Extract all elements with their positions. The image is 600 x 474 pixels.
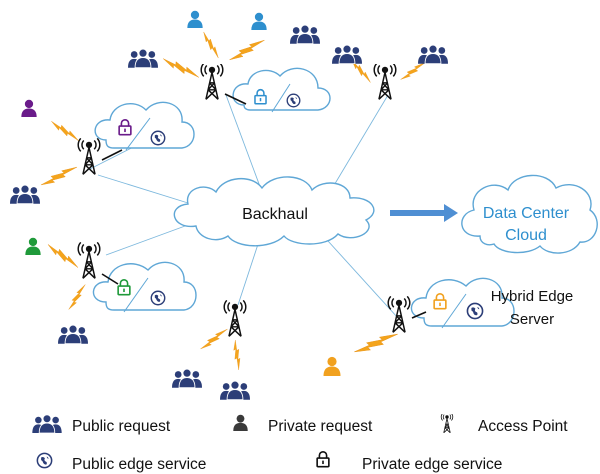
edge-cloud-top	[232, 67, 331, 113]
data-center-cloud: Data Center Cloud	[461, 174, 598, 254]
access-point-icon	[200, 64, 224, 100]
public-edge-service-legend-icon	[36, 452, 53, 469]
backhaul-to-datacenter-arrow	[390, 204, 458, 222]
public-user-group-icon	[128, 48, 158, 68]
private-request-legend-icon	[233, 414, 248, 431]
backhaul-links	[87, 94, 399, 319]
legend-private-request: Private request	[268, 418, 373, 435]
private-user-icon	[21, 99, 37, 117]
backhaul-cloud: Backhaul	[173, 176, 375, 247]
access-point-legend-icon	[440, 414, 454, 433]
private-user-icon	[323, 356, 341, 376]
hybrid-edge-label-line2: Server	[510, 311, 554, 328]
edge-cloud-left	[94, 101, 195, 151]
globe-icon	[286, 93, 301, 108]
data-center-label-line2: Cloud	[505, 227, 547, 244]
private-user-icon	[251, 12, 267, 30]
globe-icon	[150, 290, 166, 306]
legend-access-point: Access Point	[478, 418, 568, 435]
globe-icon	[466, 302, 484, 320]
legend-public-request: Public request	[72, 418, 171, 435]
hybrid-edge-label-line1: Hybrid Edge	[491, 288, 574, 305]
private-edge-service-legend-icon	[316, 450, 330, 468]
backhaul-label: Backhaul	[242, 206, 308, 223]
access-point-icon	[223, 300, 247, 338]
access-point-icon	[77, 242, 101, 280]
public-user-group-icon	[172, 368, 202, 388]
public-user-group-icon	[220, 380, 250, 400]
private-user-icon	[25, 237, 41, 255]
public-request-legend-icon	[32, 414, 62, 433]
private-user-icon	[187, 10, 203, 28]
globe-icon	[150, 130, 166, 146]
public-user-group-icon	[10, 184, 40, 204]
legend-public-edge-service: Public edge service	[72, 456, 206, 473]
edge-cloud-mid-left	[92, 261, 197, 313]
hybrid-edge-cloud	[410, 277, 515, 329]
legend: Public request Private request Access Po…	[32, 414, 568, 473]
access-point-icon	[77, 138, 101, 176]
public-user-group-icon	[418, 44, 448, 64]
public-user-group-icon	[290, 24, 320, 44]
access-point-icon	[373, 64, 397, 100]
access-point-icon	[387, 296, 411, 334]
data-center-label-line1: Data Center	[483, 205, 570, 222]
public-user-group-icon	[332, 44, 362, 64]
legend-private-edge-service: Private edge service	[362, 456, 502, 473]
public-user-group-icon	[58, 324, 88, 344]
